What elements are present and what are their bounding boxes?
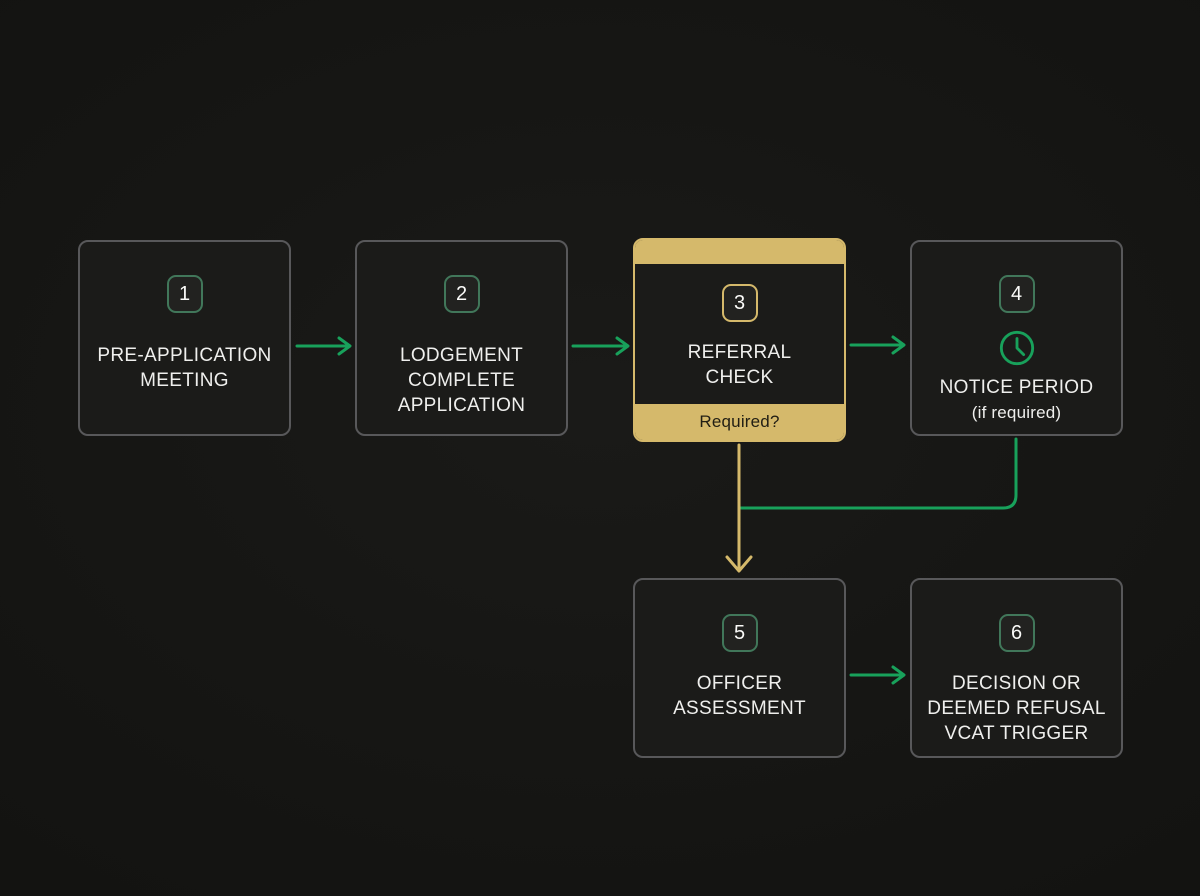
highlight-header-band — [635, 240, 844, 264]
step-label-line: CHECK — [705, 367, 774, 388]
step-box-3-highlighted: 3 REFERRAL CHECK Required? — [633, 238, 846, 442]
connector-step4-return-line — [739, 437, 1018, 510]
step-label-line: DEEMED REFUSAL — [927, 698, 1106, 719]
clock-icon — [999, 330, 1034, 366]
step-number: 1 — [178, 282, 191, 305]
step-label: OFFICER ASSESSMENT — [673, 671, 806, 721]
step-label-line: VCAT TRIGGER — [944, 723, 1089, 744]
step-box-1: 1 PRE-APPLICATION MEETING — [78, 240, 291, 436]
step-label-line: ASSESSMENT — [673, 698, 806, 719]
arrow-step2-to-step3 — [571, 336, 630, 356]
step-number: 2 — [455, 282, 468, 305]
step-box-6: 6 DECISION OR DEEMED REFUSAL VCAT TRIGGE… — [910, 578, 1123, 758]
decision-question-label: Required? — [699, 412, 780, 431]
step-label-line: APPLICATION — [397, 395, 526, 416]
step-box-4: 4 NOTICE PERIOD (if required) — [910, 240, 1123, 436]
step-number: 5 — [733, 621, 746, 644]
step-label-line: NOTICE PERIOD — [939, 377, 1094, 398]
step-box-5: 5 OFFICER ASSESSMENT — [633, 578, 846, 758]
arrow-step1-to-step2 — [295, 336, 352, 356]
step-label-line: LODGEMENT — [399, 345, 524, 366]
step-number-badge: 6 — [998, 614, 1035, 652]
step-number-badge: 2 — [443, 275, 480, 313]
step-label: REFERRAL CHECK — [688, 340, 792, 390]
arrow-step5-to-step6 — [849, 665, 906, 685]
step-label-line: DECISION OR — [952, 673, 1081, 694]
step-label: DECISION OR DEEMED REFUSAL VCAT TRIGGER — [927, 671, 1105, 746]
step-number-badge: 1 — [166, 275, 203, 313]
step-number-badge: 3 — [721, 284, 758, 322]
decision-footer-band: Required? — [635, 404, 844, 440]
step-label: NOTICE PERIOD (if required) — [940, 375, 1094, 425]
arrow-step3-to-step4 — [849, 335, 906, 355]
step-label: LODGEMENT COMPLETE APPLICATION — [398, 343, 526, 418]
step-number: 6 — [1010, 621, 1023, 644]
step-label-line: COMPLETE — [408, 370, 515, 391]
step-box-2: 2 LODGEMENT COMPLETE APPLICATION — [355, 240, 568, 436]
arrow-step3-to-step5-required — [725, 443, 753, 573]
step-label-line: MEETING — [140, 370, 229, 391]
step-label-line: PRE-APPLICATION — [97, 345, 272, 366]
step-number-badge: 4 — [998, 275, 1035, 313]
step-label-subline: (if required) — [971, 403, 1062, 422]
step-number: 4 — [1010, 282, 1023, 305]
step-label-line: REFERRAL — [687, 342, 792, 363]
step-label: PRE-APPLICATION MEETING — [97, 343, 271, 393]
step-number-badge: 5 — [721, 614, 758, 652]
step-number: 3 — [733, 291, 746, 314]
step-label-line: OFFICER — [696, 673, 783, 694]
